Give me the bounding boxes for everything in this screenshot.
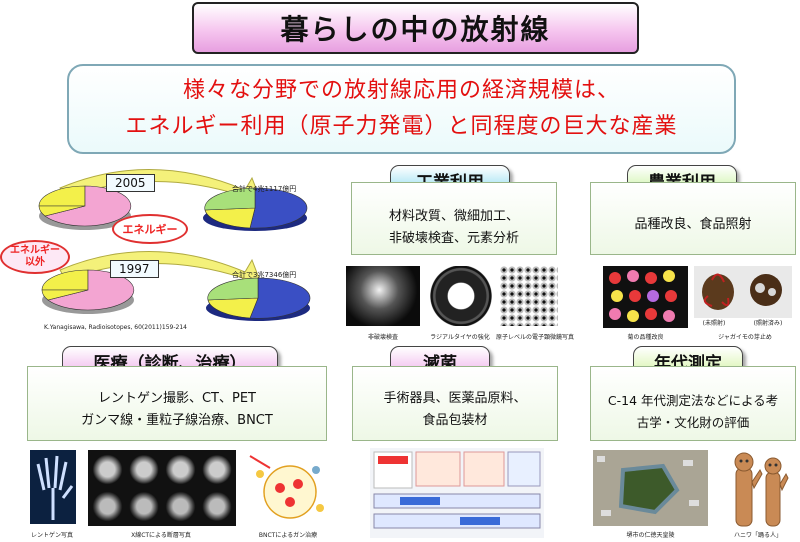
hand-graphic	[36, 455, 74, 520]
pie-2005-right	[203, 187, 308, 231]
year-1997-label: 1997	[110, 260, 159, 278]
non-energy-label: エネルギー以外	[10, 245, 60, 268]
agriculture-caption-2: (未照射)	[702, 320, 726, 327]
sterilization-line-2: 食品包装材	[422, 413, 488, 428]
medical-box	[27, 366, 327, 441]
bnct-graphic	[249, 455, 324, 519]
economics-pies	[38, 169, 311, 321]
dating-line-2: 古学・文化財の評価	[636, 415, 750, 430]
dating-box	[590, 366, 796, 441]
industry-caption-1: 非破壊検査	[367, 334, 398, 341]
haniwa-graphic	[734, 452, 789, 527]
subtitle-line-1: 様々な分野での放射線応用の経済規模は、	[182, 78, 620, 103]
medical-line-2: ガンマ線・重粒子線治療、BNCT	[81, 413, 273, 428]
sterilization-box	[352, 366, 558, 441]
subtitle-line-2: エネルギー利用（原子力発電）と同程度の巨大な産業	[125, 114, 678, 139]
electron-microscope-image	[500, 266, 558, 326]
potato-graphic	[702, 273, 782, 310]
pie-2005-left	[38, 185, 132, 230]
agriculture-caption-3: (照射済み)	[753, 320, 783, 327]
medical-supplies-image	[370, 448, 544, 538]
supplies-graphic	[373, 451, 541, 529]
title-box: 暮らしの中の放射線	[192, 2, 639, 54]
page-title: 暮らしの中の放射線	[280, 13, 551, 46]
industry-box	[351, 182, 557, 255]
year-2005-label: 2005	[106, 174, 155, 192]
nondestructive-image	[346, 266, 420, 326]
bnct-diagram	[240, 448, 336, 528]
xray-hand-image	[30, 450, 76, 524]
ct-images	[88, 450, 236, 526]
total-2005: 合計で4兆1117億円	[232, 185, 297, 193]
tire-image	[430, 266, 492, 326]
agriculture-text: 品種改良、食品照射	[634, 217, 752, 232]
pie-1997-right	[206, 277, 311, 321]
medical-text: レントゲン撮影、CT、PET ガンマ線・重粒子線治療、BNCT	[27, 388, 327, 432]
agriculture-caption-1: 菊の品種改良	[627, 334, 664, 341]
industry-line-1: 材料改質、微細加工、	[388, 209, 519, 224]
medical-caption-1: レントゲン写真	[30, 532, 73, 539]
medical-caption-3: BNCTによるガン治療	[258, 532, 318, 539]
source-citation: K.Yanagisawa, Radioisotopes, 60(2011)159…	[44, 324, 187, 331]
economics-graphic: 2005 1997 合計で4兆1117億円 合計で3兆7346億円 エネルギー …	[0, 160, 345, 338]
chrysanthemum-image	[603, 266, 688, 328]
pie-1997-left	[41, 269, 135, 314]
sterilization-text: 手術器具、医薬品原料、 食品包装材	[352, 388, 558, 432]
agriculture-box	[590, 182, 796, 255]
dating-line-1: C-14 年代測定法などによる考	[607, 393, 779, 408]
energy-oval: エネルギー	[112, 214, 188, 244]
agriculture-caption-4: ジャガイモの芽止め	[718, 334, 772, 341]
haniwa-image	[724, 448, 792, 530]
dating-text: C-14 年代測定法などによる考 古学・文化財の評価	[590, 390, 796, 434]
kofun-image	[593, 450, 708, 526]
industry-caption-3: 原子レベルの電子顕微鏡写真	[496, 334, 575, 341]
industry-text: 材料改質、微細加工、 非破壊検査、元素分析	[351, 206, 557, 250]
potato-image	[694, 266, 792, 318]
dating-caption-2: ハニワ「踊る人」	[733, 532, 782, 539]
flowers-graphic	[609, 270, 677, 322]
dating-caption-1: 堺市の仁徳天皇陵	[626, 532, 675, 539]
kofun-graphic	[593, 450, 708, 526]
total-1997: 合計で3兆7346億円	[232, 271, 297, 279]
medical-caption-2: X線CTによる断層写真	[131, 532, 191, 539]
subtitle-box: 様々な分野での放射線応用の経済規模は、 エネルギー利用（原子力発電）と同程度の巨…	[67, 64, 736, 154]
non-energy-oval: エネルギー以外	[0, 240, 70, 274]
industry-caption-2: ラジアルタイヤの強化	[430, 334, 490, 341]
sterilization-line-1: 手術器具、医薬品原料、	[383, 391, 527, 406]
medical-line-1: レントゲン撮影、CT、PET	[97, 391, 256, 406]
industry-line-2: 非破壊検査、元素分析	[388, 231, 519, 246]
energy-label: エネルギー	[122, 223, 178, 236]
